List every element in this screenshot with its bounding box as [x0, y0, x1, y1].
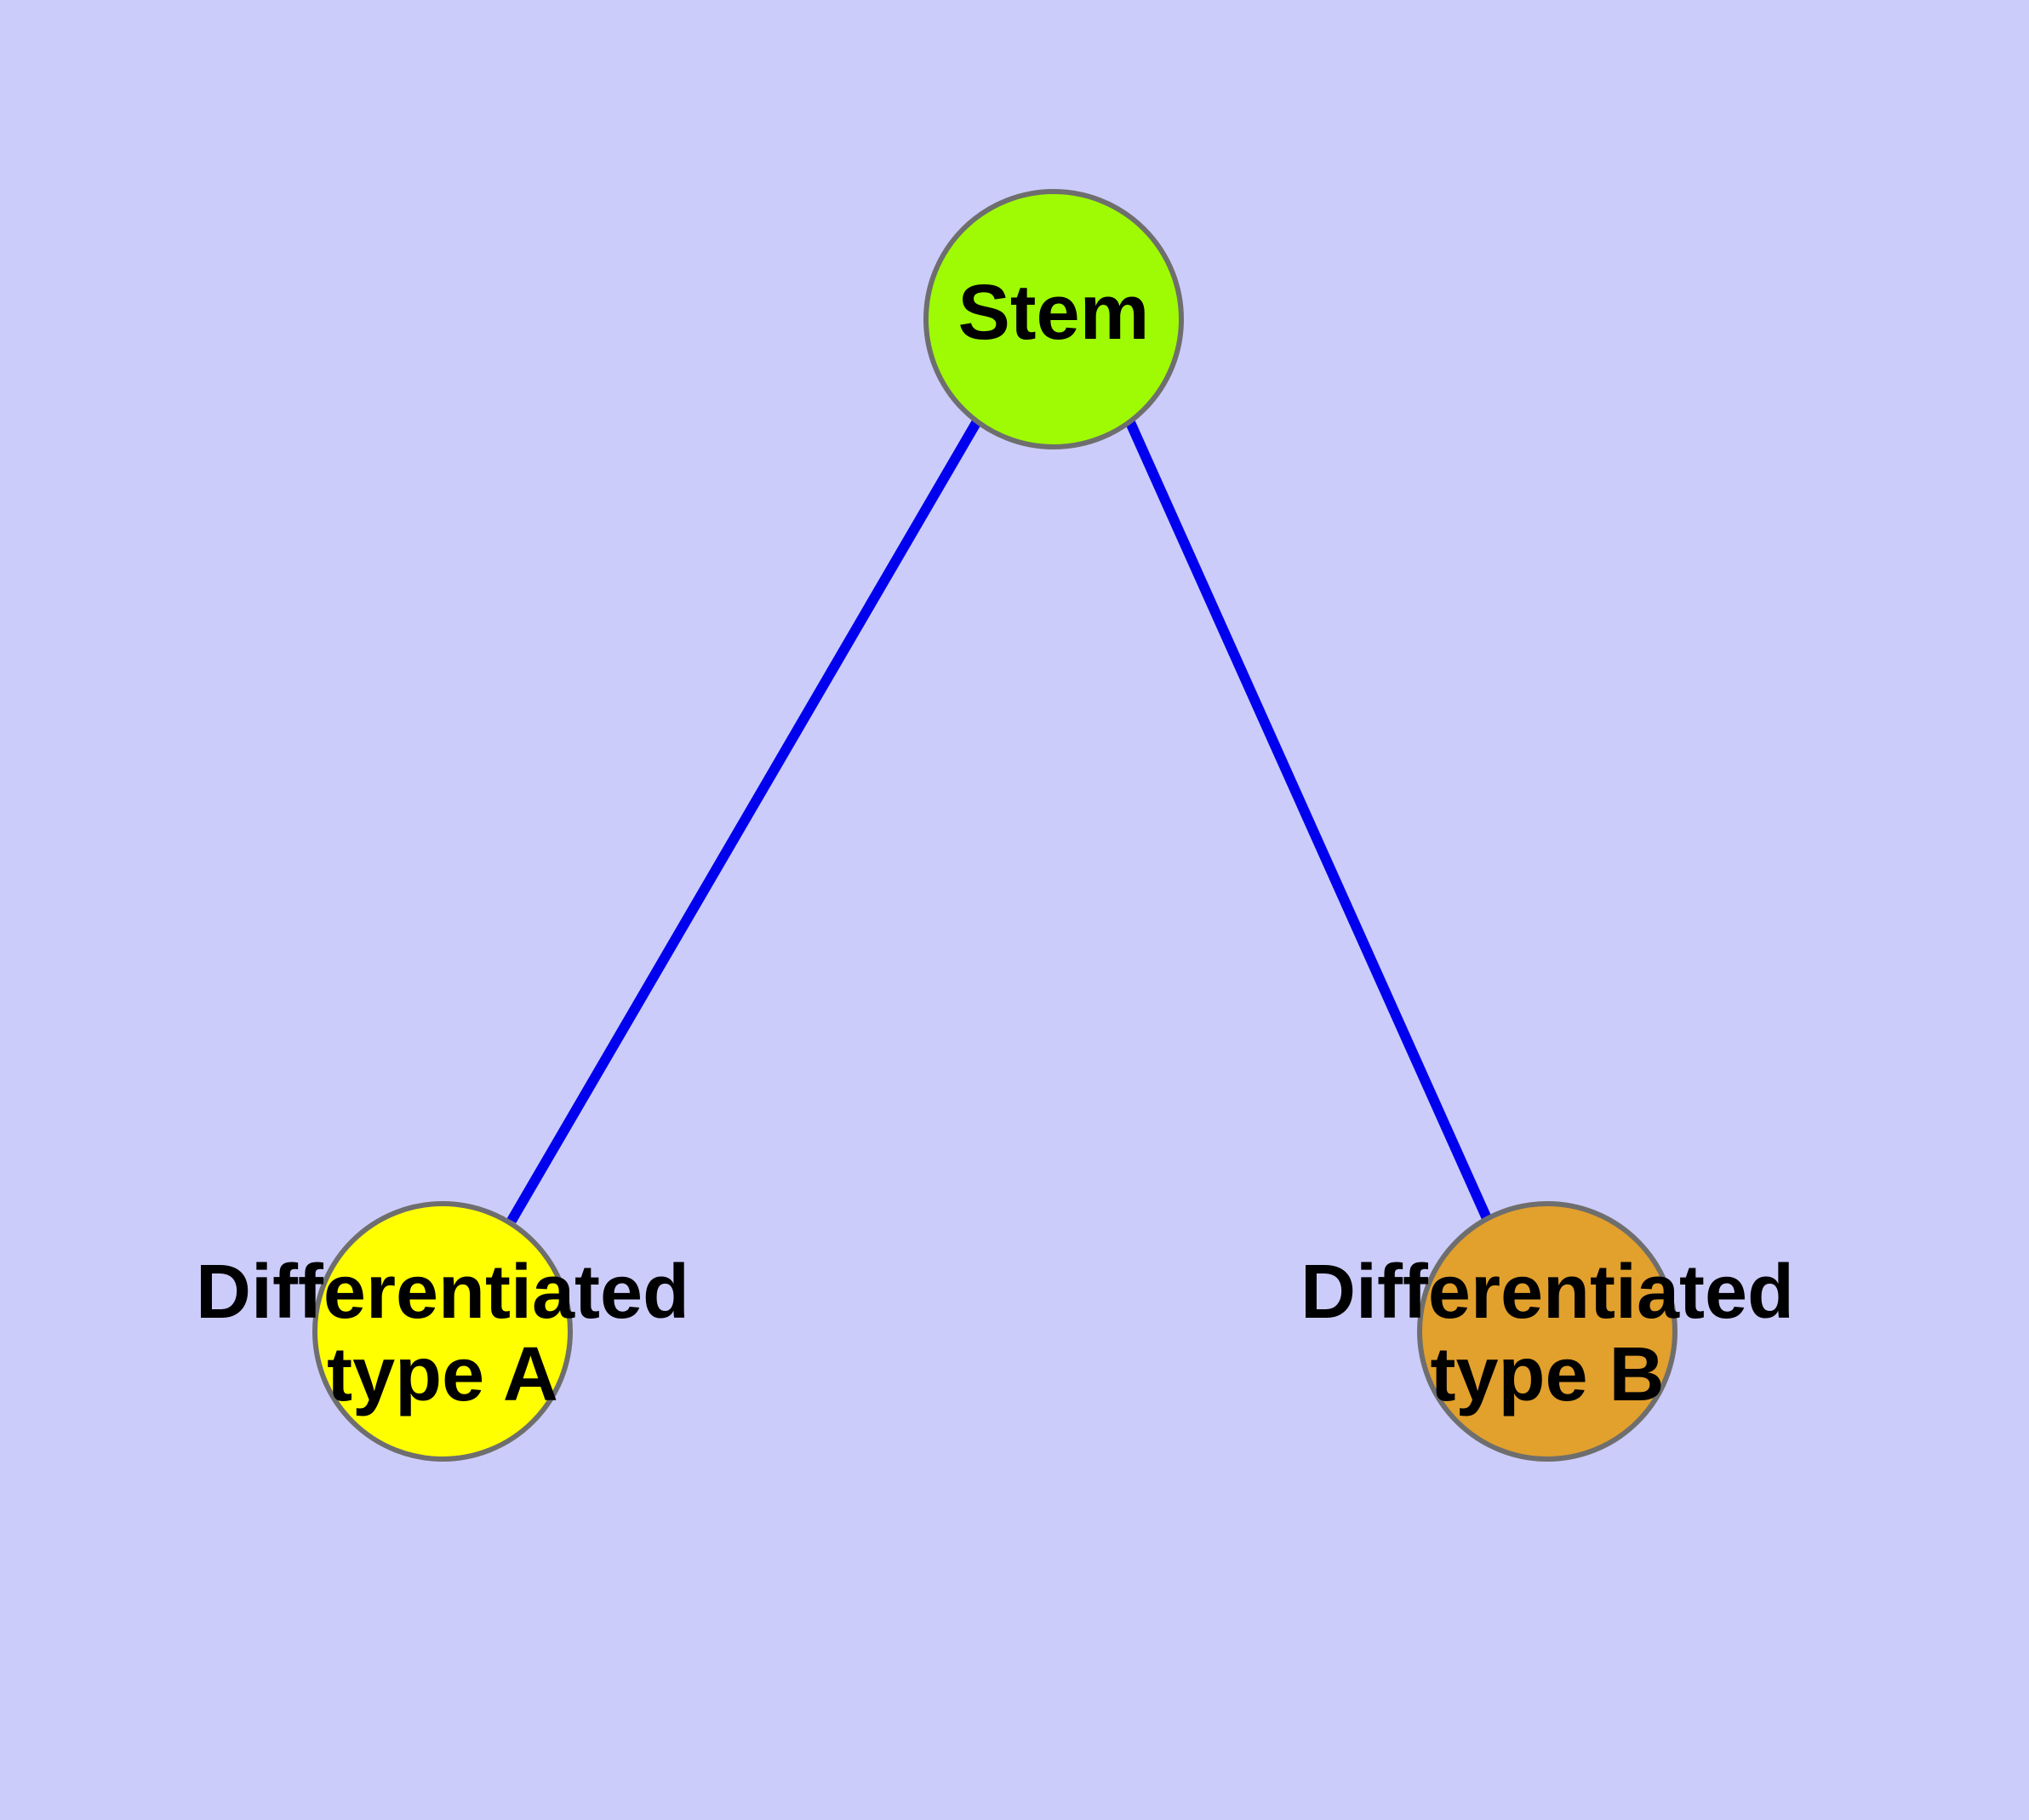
node-diff-a-circle[interactable]	[312, 1201, 573, 1462]
edge-stem-to-diff-a[interactable]	[506, 418, 982, 1224]
node-stem-circle[interactable]	[923, 189, 1184, 449]
edge-stem-to-diff-b[interactable]	[1124, 418, 1495, 1227]
node-layer	[312, 189, 1677, 1462]
node-diff-b-circle[interactable]	[1417, 1201, 1677, 1462]
edge-layer	[506, 418, 1495, 1227]
